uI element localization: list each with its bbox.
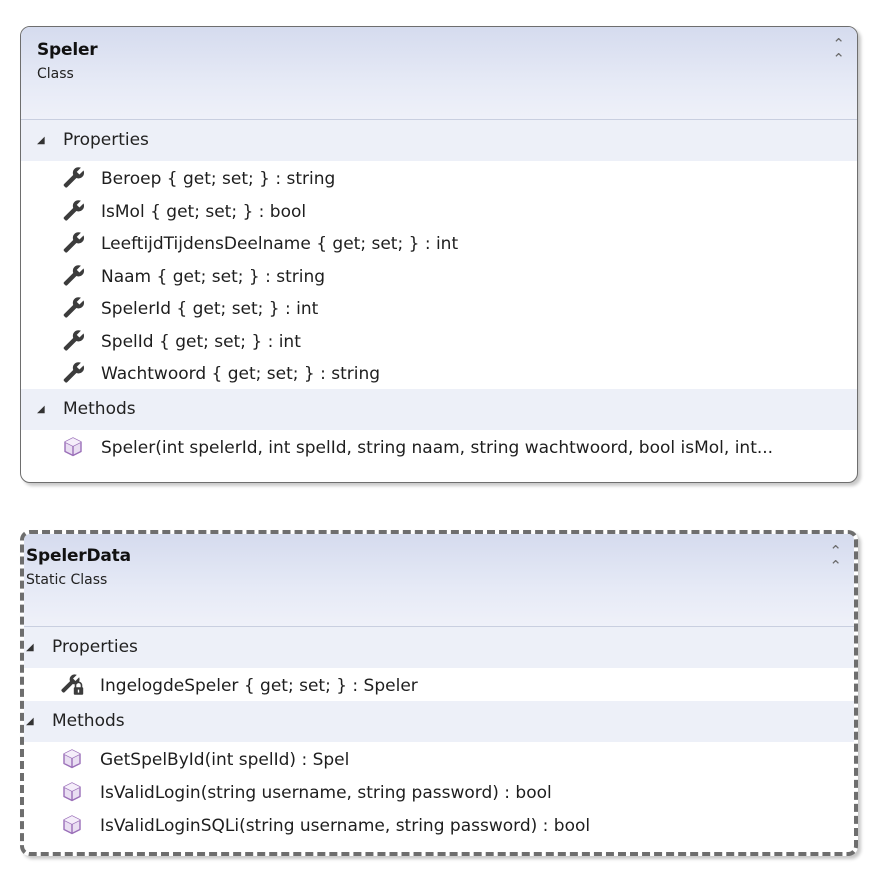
class-box-spelerdata[interactable]: SpelerData Static Class ⌃⌃ ◢ Properties I… (20, 530, 858, 856)
method-cube-icon (58, 748, 86, 770)
property-item[interactable]: IsMol { get; set; } : bool (21, 194, 857, 227)
static-wrench-lock-icon (58, 674, 86, 696)
method-cube-icon (59, 436, 87, 458)
section-methods[interactable]: ◢ Methods (24, 701, 854, 742)
property-item-label: SpelId { get; set; } : int (101, 331, 301, 352)
method-item-label: Speler(int spelerId, int spelId, string … (101, 437, 774, 458)
class-kind: Class (37, 66, 74, 82)
method-list: Speler(int spelerId, int spelId, string … (21, 430, 857, 463)
method-item[interactable]: Speler(int spelerId, int spelId, string … (21, 430, 857, 463)
method-item-label: IsValidLogin(string username, string pas… (100, 783, 552, 803)
property-item[interactable]: Wachtwoord { get; set; } : string (21, 356, 857, 389)
property-item[interactable]: Beroep { get; set; } : string (21, 161, 857, 194)
wrench-icon (59, 361, 87, 384)
property-item-label: LeeftijdTijdensDeelname { get; set; } : … (101, 234, 459, 254)
section-label: Methods (52, 711, 125, 731)
class-header: SpelerData Static Class ⌃⌃ (24, 534, 854, 627)
method-item[interactable]: GetSpelById(int spelId) : Spel (24, 742, 854, 775)
class-header: Speler Class ⌃⌃ (21, 27, 857, 120)
method-item-label: IsValidLoginSQLi(string username, string… (100, 816, 591, 836)
method-item-label: GetSpelById(int spelId) : Spel (100, 750, 350, 770)
property-item[interactable]: Naam { get; set; } : string (21, 259, 857, 292)
property-list: IngelogdeSpeler { get; set; } : Speler (24, 668, 854, 701)
property-item-label: Naam { get; set; } : string (101, 266, 326, 287)
expand-triangle-icon[interactable]: ◢ (26, 716, 34, 727)
collapse-chevron-icon[interactable]: ⌃⌃ (832, 35, 845, 68)
expand-triangle-icon[interactable]: ◢ (37, 403, 45, 415)
method-item[interactable]: IsValidLogin(string username, string pas… (24, 775, 854, 808)
class-name: Speler (37, 40, 98, 60)
wrench-icon (59, 329, 87, 352)
section-properties[interactable]: ◢ Properties (21, 120, 857, 161)
property-item[interactable]: SpelerId { get; set; } : int (21, 291, 857, 324)
property-item-label: Beroep { get; set; } : string (101, 169, 336, 189)
property-item-label: IngelogdeSpeler { get; set; } : Speler (100, 676, 418, 696)
class-kind: Static Class (26, 572, 108, 588)
property-item[interactable]: LeeftijdTijdensDeelname { get; set; } : … (21, 226, 857, 259)
section-methods[interactable]: ◢ Methods (21, 388, 857, 430)
section-properties[interactable]: ◢ Properties (24, 627, 854, 668)
collapse-chevron-icon[interactable]: ⌃⌃ (829, 542, 842, 575)
section-label: Properties (52, 637, 138, 657)
wrench-icon (59, 166, 87, 189)
method-item[interactable]: IsValidLoginSQLi(string username, string… (24, 808, 854, 841)
class-box-speler[interactable]: Speler Class ⌃⌃ ◢ Properties Beroep { get… (20, 26, 858, 483)
wrench-icon (59, 199, 87, 222)
method-cube-icon (58, 781, 86, 803)
wrench-icon (59, 296, 87, 319)
expand-triangle-icon[interactable]: ◢ (26, 642, 34, 653)
class-name: SpelerData (26, 546, 131, 566)
property-item-label: SpelerId { get; set; } : int (101, 299, 319, 319)
section-label: Properties (63, 130, 149, 150)
method-cube-icon (58, 814, 86, 836)
property-item[interactable]: SpelId { get; set; } : int (21, 324, 857, 357)
expand-triangle-icon[interactable]: ◢ (37, 135, 45, 146)
property-item[interactable]: IngelogdeSpeler { get; set; } : Speler (24, 668, 854, 701)
wrench-icon (59, 231, 87, 254)
property-item-label: Wachtwoord { get; set; } : string (101, 364, 381, 384)
wrench-icon (59, 264, 87, 287)
section-label: Methods (63, 398, 136, 419)
property-item-label: IsMol { get; set; } : bool (101, 201, 307, 222)
